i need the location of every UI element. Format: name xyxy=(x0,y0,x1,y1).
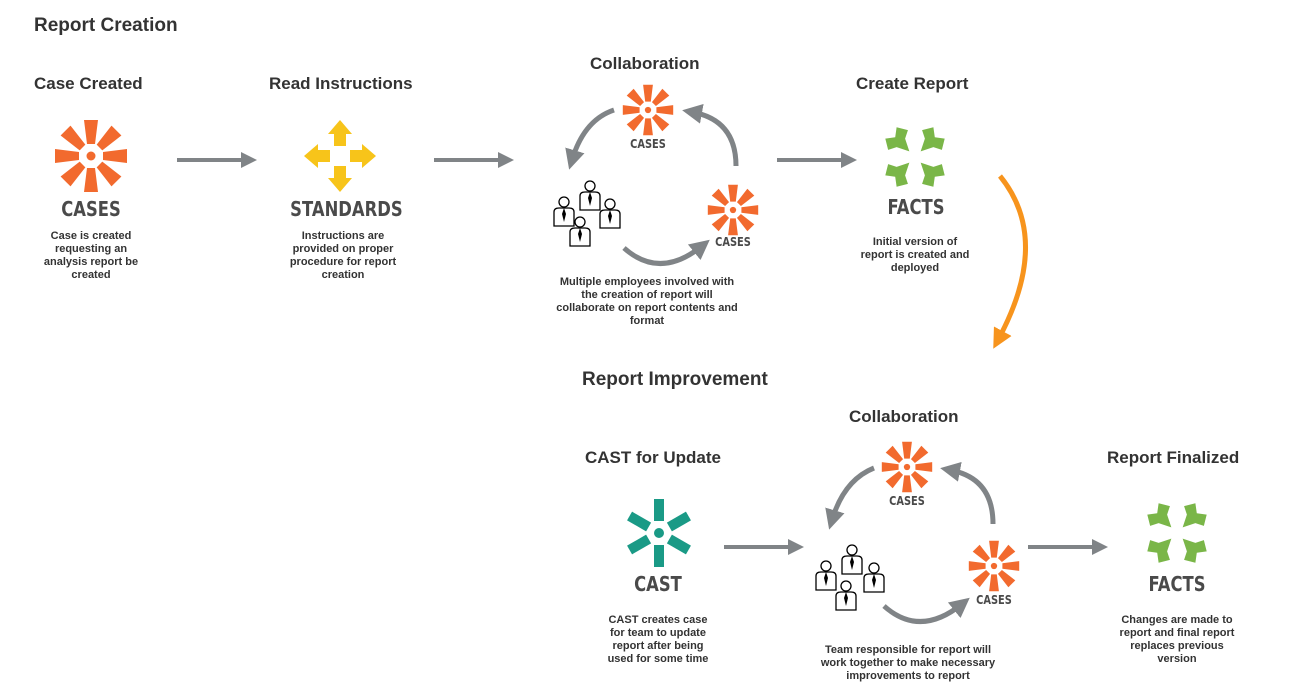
step-heading-read-instructions: Read Instructions xyxy=(269,74,413,93)
step-description-collaboration: Multiple employees involved with the cre… xyxy=(556,276,738,327)
flow-arrow xyxy=(777,152,857,168)
standards-icon xyxy=(303,119,377,193)
cycle-arrow xyxy=(622,239,710,266)
flow-arrow xyxy=(1028,539,1108,555)
step-description-case-created: Case is created requesting an analysis r… xyxy=(43,230,139,281)
cases-logo-text: CASES xyxy=(715,235,751,249)
section-title-improvement: Report Improvement xyxy=(582,369,768,390)
collaboration-cycle xyxy=(815,440,1040,624)
step-description-create-report: Initial version of report is created and… xyxy=(860,236,970,274)
step-description-report-finalized: Changes are made to report and final rep… xyxy=(1119,614,1235,665)
cast-logo-text: CAST xyxy=(634,572,682,596)
cycle-arrow xyxy=(882,597,970,624)
transition-arrow xyxy=(993,174,1028,349)
cast-icon xyxy=(627,499,691,567)
step-heading-case-created: Case Created xyxy=(34,74,143,93)
facts-logo-text: FACTS xyxy=(887,195,945,219)
cases-logo-text: CASES xyxy=(976,593,1012,607)
cycle-arrow xyxy=(682,103,739,167)
facts-icon xyxy=(1140,496,1214,570)
cases-logo-text: CASES xyxy=(889,494,925,508)
cycle-arrow xyxy=(825,465,875,530)
step-description-cast-for-update: CAST creates case for team to update rep… xyxy=(607,614,709,665)
cases-logo-text: CASES xyxy=(630,137,666,151)
step-heading-create-report: Create Report xyxy=(856,74,969,93)
collaboration-cycle xyxy=(553,80,780,266)
team-people-icon xyxy=(553,180,621,247)
step-description-collaboration-improvement: Team responsible for report will work to… xyxy=(820,644,996,682)
step-description-read-instructions: Instructions are provided on proper proc… xyxy=(289,230,397,281)
step-heading-cast-for-update: CAST for Update xyxy=(585,448,721,467)
step-heading-report-finalized: Report Finalized xyxy=(1107,448,1240,467)
cycle-arrow xyxy=(940,462,996,525)
step-heading-collaboration-improvement: Collaboration xyxy=(849,407,959,426)
cases-icon xyxy=(54,119,128,193)
facts-logo-text: FACTS xyxy=(1148,572,1206,596)
cases-logo-text: CASES xyxy=(61,197,121,221)
cycle-arrow xyxy=(565,107,615,170)
flow-arrow xyxy=(434,152,514,168)
standards-logo-text: STANDARDS xyxy=(290,197,403,221)
team-people-icon xyxy=(815,544,885,611)
step-heading-collaboration: Collaboration xyxy=(590,54,700,73)
facts-icon xyxy=(878,120,952,194)
flow-arrow xyxy=(724,539,804,555)
page-title: Report Creation xyxy=(34,15,178,36)
flow-arrow xyxy=(177,152,257,168)
